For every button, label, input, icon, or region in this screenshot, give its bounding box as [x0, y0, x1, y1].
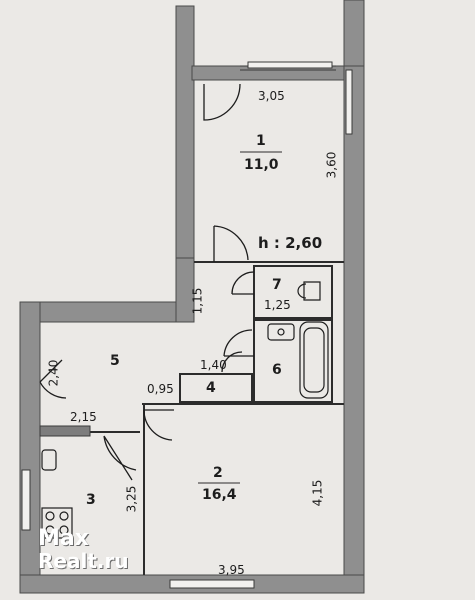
balcony-right-wall — [343, 0, 365, 71]
dim-hall-length: 2,40 — [46, 359, 61, 387]
room-6-number: 6 — [272, 362, 282, 378]
window-right — [345, 69, 353, 135]
dim-kitchen-length: 3,25 — [124, 485, 139, 513]
window-room2 — [169, 579, 255, 589]
door-hall — [39, 359, 67, 399]
ceiling-height: h : 2,60 — [258, 234, 323, 252]
door-balcony — [203, 83, 241, 121]
exterior-walls — [19, 0, 365, 594]
stove-burner-2 — [59, 511, 69, 521]
door-closet — [221, 351, 243, 373]
stove-burner-3 — [45, 525, 55, 535]
room-2-number: 2 — [213, 465, 223, 481]
room-1-area: 11,0 — [244, 157, 279, 173]
room-5-number: 5 — [110, 353, 120, 369]
door-room2 — [143, 409, 174, 441]
bathtub — [299, 321, 329, 399]
left-link-wall — [175, 257, 195, 323]
dim-room1-width: 3,05 — [258, 89, 285, 103]
stove-burner-1 — [45, 511, 55, 521]
hall-top-wall — [19, 301, 195, 323]
sink-bath — [267, 323, 295, 341]
window-room1 — [247, 61, 333, 69]
stove-burner-4 — [59, 525, 69, 535]
dim-closet-width: 1,40 — [200, 358, 227, 372]
room-2-area: 16,4 — [202, 487, 237, 503]
window-kitchen — [21, 469, 31, 531]
room-7-number: 7 — [272, 277, 282, 293]
fixtures — [41, 281, 329, 539]
dim-room1-length: 3,60 — [324, 151, 339, 179]
room-1-number: 1 — [256, 133, 266, 149]
toilet — [297, 281, 321, 301]
dim-closet-depth: 0,95 — [147, 382, 174, 396]
door-room1 — [213, 225, 249, 262]
closet-block — [179, 373, 253, 403]
windows — [21, 61, 353, 589]
room-3-number: 3 — [86, 492, 96, 508]
balcony-left-wall — [175, 5, 195, 267]
interior-walls — [40, 261, 344, 575]
dim-corridor-width: 1,15 — [190, 287, 205, 315]
watermark-line1: Max — [38, 526, 89, 551]
dim-room2-width: 3,95 — [218, 563, 245, 577]
left-outer-wall — [19, 301, 41, 591]
doors — [39, 83, 255, 481]
dim-wc-width: 1,25 — [264, 298, 291, 312]
dimension-lines — [198, 151, 282, 484]
kitchen-wall-piece — [39, 425, 91, 437]
watermark-logo: Max Realt.ru — [38, 526, 129, 573]
door-kitchen — [103, 435, 137, 481]
dim-room2-length: 4,15 — [310, 479, 325, 507]
watermark-line2: Realt.ru — [38, 549, 129, 573]
kitchen-sink — [41, 449, 57, 471]
sink-drain — [277, 328, 285, 336]
room-4-number: 4 — [206, 380, 216, 396]
bathtub-inner — [303, 327, 325, 393]
right-outer-wall — [343, 65, 365, 591]
stove — [41, 507, 73, 539]
door-wc — [231, 271, 255, 295]
dim-hall-width: 2,15 — [70, 410, 97, 424]
